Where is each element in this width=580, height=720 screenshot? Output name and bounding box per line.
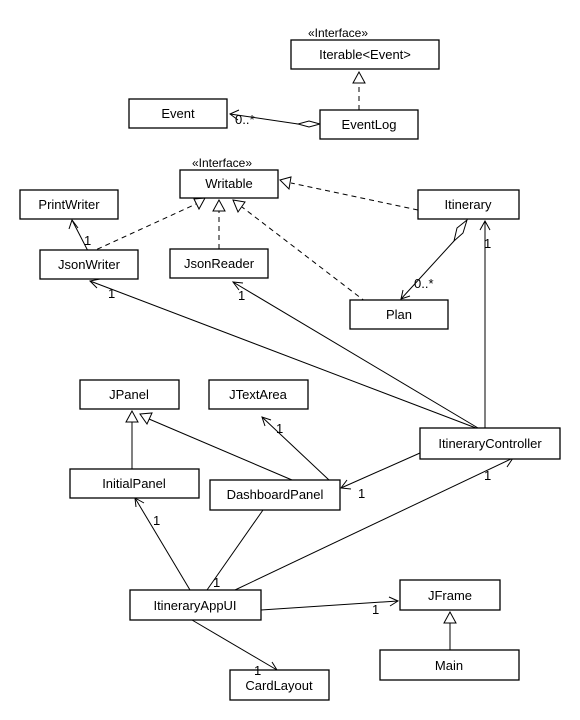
multiplicity-appui-initialpanel: 1 [153, 513, 160, 528]
class-initialpanel[interactable]: InitialPanel [69, 468, 200, 499]
class-jpanel[interactable]: JPanel [79, 379, 180, 410]
class-name: InitialPanel [102, 476, 166, 491]
multiplicity-controller-jsonwriter: 1 [108, 286, 115, 301]
class-name: Main [435, 658, 463, 673]
class-name: JsonWriter [58, 257, 121, 272]
class-name: Itinerary [445, 197, 492, 212]
class-eventlog[interactable]: EventLog [319, 109, 419, 140]
realization-eventlog-iterable [352, 70, 366, 110]
multiplicity-itinerary-plan: 0..* [414, 276, 434, 291]
class-event[interactable]: Event [128, 98, 228, 129]
multiplicity-appui-jframe: 1 [372, 602, 379, 617]
class-name: Writable [205, 176, 252, 191]
multiplicity-dashboard-controller: 1 [358, 486, 365, 501]
class-name: Event [161, 106, 195, 121]
multiplicity-dashboard-jtextarea: 1 [276, 421, 283, 436]
stereotype-label: «Interface» [192, 156, 252, 170]
class-jtextarea[interactable]: JTextArea [208, 379, 309, 410]
class-main[interactable]: Main [379, 649, 520, 681]
class-dashboard[interactable]: DashboardPanel [209, 479, 341, 511]
multiplicity-controller-jsonreader: 1 [238, 288, 245, 303]
class-printwriter[interactable]: PrintWriter [19, 189, 119, 220]
class-name: JFrame [428, 588, 472, 603]
association-appui-jframe [260, 596, 400, 611]
class-plan[interactable]: Plan [349, 299, 449, 330]
class-name: CardLayout [245, 678, 313, 693]
multiplicity-eventlog-event: 0..* [235, 112, 255, 127]
association-appui-dashboard [206, 509, 264, 591]
class-name: DashboardPanel [227, 487, 324, 502]
class-controller[interactable]: ItineraryController [419, 427, 561, 460]
generalization-initialpanel-jpanel [125, 409, 139, 469]
class-name: JTextArea [229, 387, 288, 402]
class-jframe[interactable]: JFrame [399, 579, 501, 611]
generalization-dashboard-jpanel [139, 412, 293, 481]
multiplicity-jsonwriter-printwriter: 1 [84, 233, 91, 248]
association-controller-jsonreader [231, 281, 479, 429]
association-appui-controller [234, 457, 514, 591]
association-controller-itinerary [479, 219, 491, 428]
class-itinerary[interactable]: Itinerary [417, 189, 520, 220]
class-name: ItineraryController [438, 436, 542, 451]
class-jsonwriter[interactable]: JsonWriter [39, 249, 139, 280]
class-name: EventLog [342, 117, 397, 132]
realization-jsonreader-writable [212, 198, 226, 249]
aggregation-eventlog-event [229, 109, 322, 128]
association-controller-dashboard [340, 452, 421, 490]
class-writable[interactable]: «Interface» Writable [179, 156, 279, 199]
association-appui-initialpanel [134, 497, 191, 591]
association-controller-jsonwriter [88, 278, 477, 429]
class-iterable[interactable]: «Interface» Iterable<Event> [290, 26, 440, 70]
realization-plan-writable [232, 199, 367, 303]
association-appui-cardlayout [191, 619, 278, 671]
generalization-main-jframe [443, 610, 457, 650]
multiplicity-appui-controller: 1 [484, 468, 491, 483]
class-name: JPanel [109, 387, 149, 402]
association-dashboard-jtextarea [261, 416, 330, 481]
multiplicity-appui-cardlayout: 1 [254, 663, 261, 678]
class-cardlayout[interactable]: CardLayout [229, 669, 330, 701]
class-name: PrintWriter [38, 197, 100, 212]
class-name: Plan [386, 307, 412, 322]
class-name: Iterable<Event> [319, 47, 411, 62]
aggregation-itinerary-plan [400, 218, 468, 300]
class-name: JsonReader [184, 256, 255, 271]
stereotype-label: «Interface» [308, 26, 368, 40]
multiplicity-controller-itinerary: 1 [484, 236, 491, 251]
association-jsonwriter-printwriter [68, 218, 90, 254]
class-jsonreader[interactable]: JsonReader [169, 248, 269, 279]
realization-itinerary-writable [279, 176, 419, 211]
multiplicity-appui-dashboard: 1 [213, 575, 220, 590]
class-name: ItineraryAppUI [153, 598, 236, 613]
class-appui[interactable]: ItineraryAppUI [129, 589, 262, 621]
